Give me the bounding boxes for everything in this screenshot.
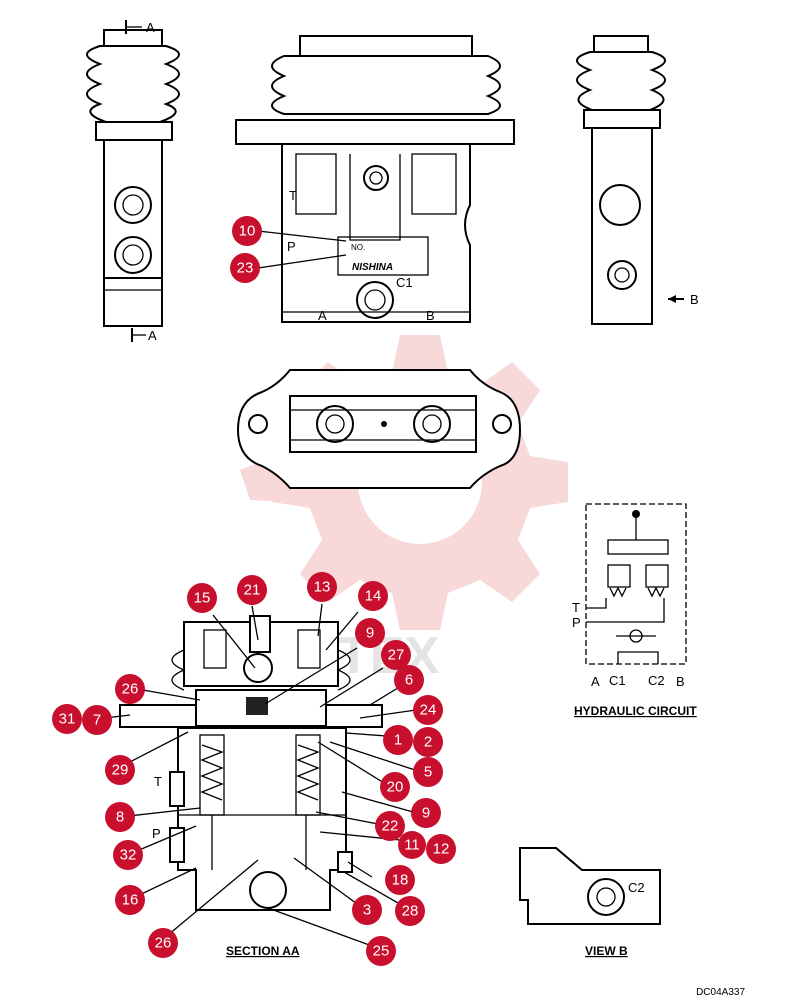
callout-22: 22 [375, 811, 405, 841]
callout-number: 16 [122, 892, 139, 909]
right-side-view [576, 35, 666, 325]
callout-9-upper: 9 [355, 618, 385, 648]
callout-28: 28 [395, 896, 425, 926]
view-b [519, 847, 661, 925]
section-port-t: T [154, 774, 162, 789]
section-a-marker-top: A [125, 20, 155, 35]
callout-25: 25 [366, 936, 396, 966]
view-b-caption: VIEW B [585, 944, 628, 958]
callout-number: 12 [433, 841, 450, 858]
front-port-c1: C1 [396, 275, 413, 290]
front-port-a: A [318, 308, 327, 323]
leader-lines [96, 230, 417, 947]
section-aa-caption: SECTION AA [226, 944, 300, 958]
callout-number: 15 [194, 590, 211, 607]
circuit-a: A [591, 674, 600, 689]
callout-6: 6 [394, 665, 424, 695]
callout-number: 8 [116, 809, 124, 826]
callout-2: 2 [413, 727, 443, 757]
callout-14: 14 [358, 581, 388, 611]
callout-number: 1 [394, 732, 402, 749]
callout-number: 29 [112, 762, 129, 779]
view-b-arrow: B [668, 292, 699, 307]
circuit-b: B [676, 674, 685, 689]
front-port-t: T [289, 188, 297, 203]
callout-number: 32 [120, 847, 137, 864]
callout-31: 31 [52, 704, 82, 734]
callout-number: 9 [366, 625, 374, 642]
callout-number: 5 [424, 764, 432, 781]
circuit-c2: C2 [648, 673, 665, 688]
callout-23: 23 [230, 253, 260, 283]
callout-number: 24 [420, 702, 437, 719]
view-b-arrow-label: B [690, 292, 699, 307]
callout-20: 20 [380, 772, 410, 802]
front-view [235, 35, 515, 323]
callout-18: 18 [385, 865, 415, 895]
callout-number: 9 [422, 805, 430, 822]
nameplate-brand: NISHINA [352, 262, 393, 273]
callout-number: 2 [424, 734, 432, 751]
section-port-p: P [152, 826, 161, 841]
callout-number: 26 [155, 935, 172, 952]
callout-number: 10 [239, 223, 256, 240]
front-port-b: B [426, 308, 435, 323]
nameplate-no: NO. [351, 243, 365, 252]
callout-5: 5 [413, 757, 443, 787]
callout-21: 21 [237, 575, 267, 605]
section-a-marker-bottom: A [131, 328, 157, 343]
callout-9-lower: 9 [411, 798, 441, 828]
top-view [236, 369, 522, 489]
callout-number: 18 [392, 872, 409, 889]
callout-26-upper: 26 [115, 674, 145, 704]
section-a-label-top: A [146, 20, 155, 35]
callout-number: 26 [122, 681, 139, 698]
callout-number: 20 [387, 779, 404, 796]
circuit-p: P [572, 615, 581, 630]
circuit-t: T [572, 600, 580, 615]
callout-8: 8 [105, 802, 135, 832]
callout-24: 24 [413, 695, 443, 725]
left-side-view [86, 29, 180, 327]
section-a-label-bottom: A [148, 328, 157, 343]
callout-3: 3 [352, 895, 382, 925]
callout-number: 7 [93, 712, 101, 729]
callout-12: 12 [426, 834, 456, 864]
circuit-c1: C1 [609, 673, 626, 688]
callout-number: 14 [365, 588, 382, 605]
callout-number: 11 [404, 837, 420, 854]
callout-number: 22 [382, 818, 399, 835]
hydraulic-circuit-caption: HYDRAULIC CIRCUIT [574, 704, 697, 718]
front-port-p: P [287, 239, 296, 254]
drawing-code: DC04A337 [696, 987, 745, 998]
callout-number: 6 [405, 672, 413, 689]
callout-13: 13 [307, 572, 337, 602]
callout-16: 16 [115, 885, 145, 915]
hydraulic-circuit [585, 503, 687, 665]
callout-number: 3 [363, 902, 371, 919]
callout-number: 27 [388, 647, 405, 664]
callout-number: 13 [314, 579, 331, 596]
callout-number: 28 [402, 903, 419, 920]
callout-29: 29 [105, 755, 135, 785]
callout-7: 7 [82, 705, 112, 735]
callout-number: 23 [237, 260, 254, 277]
callout-32: 32 [113, 840, 143, 870]
view-b-port-c2: C2 [628, 880, 645, 895]
callout-15: 15 [187, 583, 217, 613]
callout-26-lower: 26 [148, 928, 178, 958]
callout-1: 1 [383, 725, 413, 755]
callout-number: 31 [59, 711, 76, 728]
callout-27: 27 [381, 640, 411, 670]
callout-number: 21 [244, 582, 261, 599]
callout-10: 10 [232, 216, 262, 246]
callout-number: 25 [373, 943, 390, 960]
callout-11: 11 [398, 831, 426, 859]
